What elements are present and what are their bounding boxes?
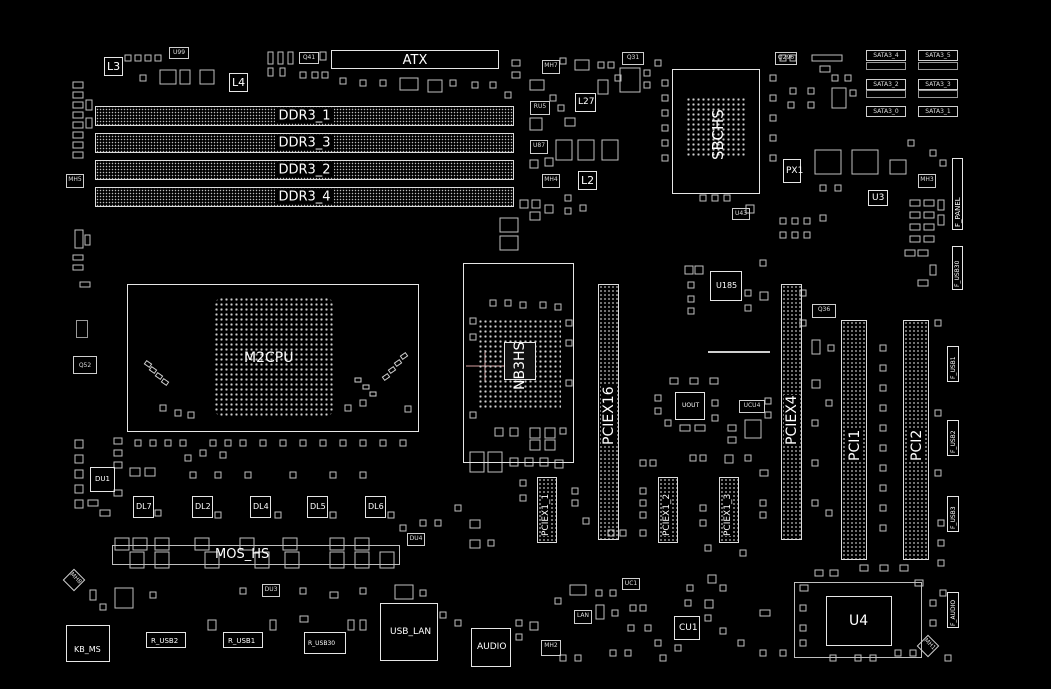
f-audio-header: F_AUDIO [947,592,959,628]
chip-du3: DU3 [262,584,280,597]
pciex4-slot: PCIEX4 [781,284,802,540]
chip-du1: DU1 [90,467,115,492]
ddr3-slot-4: DDR3_4 [95,187,514,207]
f-panel-header: F_PANEL [952,158,963,230]
chip-px1: PX1 [783,159,803,183]
chip-u3: U3 [868,190,888,206]
sata-pad [866,90,906,98]
choke-dl5: DL5 [307,496,328,518]
cpu-socket: M2CPU [127,284,419,432]
northbridge-label: NB3HS [512,341,528,390]
sata-connector: SATA3_2 [866,79,906,90]
pciex1-3-slot: PCIEX1_3 [719,477,739,543]
chip-u43: U43 [732,208,750,220]
chip-mh2: MH2 [541,640,561,656]
sata-pad [866,62,906,70]
chip-q31: Q31 [622,52,644,65]
pciex16-slot: PCIEX16 [598,284,619,540]
cpu-pin-grid [214,297,334,417]
chip-q36: Q36 [812,304,836,318]
chip-u185: U185 [710,271,742,301]
kb-ms-port: KB_MS [66,625,110,662]
f-usb30-header: F_USB30 [952,246,963,290]
chip-q41: Q41 [299,52,319,64]
sata-connector: SATA3_1 [918,106,958,117]
chip-mh7: MH7 [542,60,560,74]
chip-lan: LAN [574,610,592,624]
audio-port: AUDIO [471,628,511,667]
r-usb2-port: R_USB2 [146,632,186,648]
pci2-slot: PCI2 [903,320,929,560]
pci1-slot: PCI1 [841,320,867,560]
southbridge-outline: SBCHS [672,69,760,194]
chip-u99: U99 [169,47,189,59]
chip-du4: DU4 [407,533,425,546]
chip-q296: Q296 [775,52,797,65]
f-usb1-header: F_USB1 [947,346,959,382]
inductor-l2: L2 [578,171,597,190]
atx-label: ATX [402,53,428,68]
chip-u4: U4 [794,582,922,658]
chip-uc1: UC1 [622,578,640,590]
inductor-l3: L3 [104,57,123,76]
chip-mh4: MH4 [542,174,560,188]
sata-pad [918,62,958,70]
mos-heatsink: MOS_HS [112,545,400,565]
atx-connector: ATX [331,50,499,69]
crystal [76,320,88,338]
choke-dl6: DL6 [365,496,386,518]
ddr3-slot-1: DDR3_1 [95,106,514,126]
northbridge-outline: NB3HS [463,263,574,463]
r-usb1-port: R_USB1 [223,632,263,648]
chip-q52: Q52 [73,356,97,374]
choke-dl2: DL2 [192,496,213,518]
choke-dl7: DL7 [133,496,154,518]
sata-pad [918,90,958,98]
northbridge-die [504,342,536,380]
f-usb3-header: F_USB3 [947,496,959,532]
chip-u4-core [826,596,892,646]
sata-connector: SATA3_4 [866,50,906,61]
ddr3-slot-2: DDR3_2 [95,160,514,180]
f-usb2-header: F_USB2 [947,420,959,456]
chip-uout: UOUT [675,392,705,420]
chip-cu1: CU1 [674,616,700,640]
r-usb30-port: R_USB30 [304,632,346,654]
chip-u87: U87 [530,140,548,154]
southbridge-bga [686,97,746,157]
chip-mh5: MH5 [66,174,84,188]
ddr3-slot-3: DDR3_3 [95,133,514,153]
sata-connector: SATA3_5 [918,50,958,61]
pciex1-2-slot: PCIEX1_2 [658,477,678,543]
inductor-l27: L27 [575,93,596,112]
choke-dl4: DL4 [250,496,271,518]
chip-ucu4: UCU4 [739,400,765,413]
cpu-label: M2CPU [244,350,294,366]
chip-ru5: RU5 [530,101,550,115]
usb-lan-port: USB_LAN [380,603,438,661]
sata-connector: SATA3_0 [866,106,906,117]
mos-heatsink-label: MOS_HS [215,547,270,562]
pciex1-1-slot: PCIEX1_1 [537,477,557,543]
southbridge-label: SBCHS [709,109,727,160]
sata-connector: SATA3_3 [918,79,958,90]
chip-mh3: MH3 [918,174,936,188]
inductor-l4: L4 [229,73,248,92]
